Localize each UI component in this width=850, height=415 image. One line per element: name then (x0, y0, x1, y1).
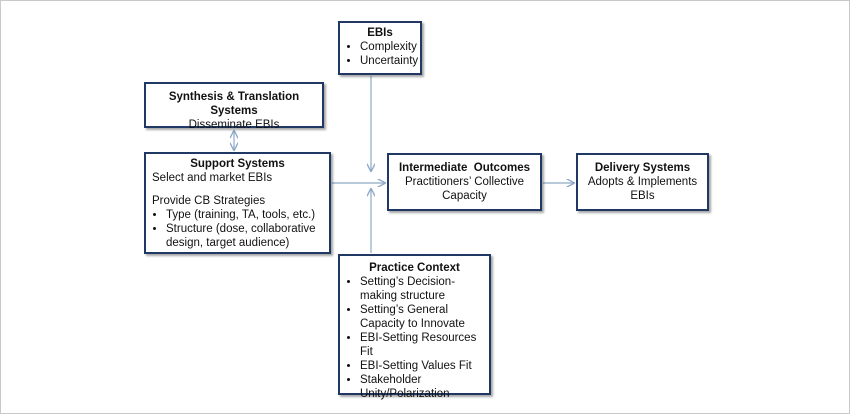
synthesis-title: Synthesis & Translation Systems (168, 91, 300, 117)
practice-list: Setting’s Decision-making structure Sett… (346, 275, 483, 401)
support-list: Type (training, TA, tools, etc.) Structu… (152, 208, 323, 250)
delivery-subtitle: Adopts & Implements EBIs (587, 176, 698, 202)
intermediate-title: Intermediate Outcomes (398, 162, 530, 174)
synthesis-subtitle: Disseminate EBIs (188, 119, 280, 131)
ebis-title: EBIs (367, 27, 393, 39)
list-item: EBI-Setting Resources Fit (360, 331, 483, 359)
ebis-box: EBIs Complexity Uncertainty (338, 21, 422, 75)
ebis-list: Complexity Uncertainty (346, 40, 418, 68)
list-item: EBI-Setting Values Fit (360, 359, 483, 373)
delivery-title: Delivery Systems (594, 162, 691, 174)
list-item: Setting’s Decision-making structure (360, 275, 483, 303)
intermediate-subtitle: Practitioners’ Collective Capacity (404, 176, 525, 202)
intermediate-outcomes-box: Intermediate Outcomes Practitioners’ Col… (387, 153, 542, 211)
support-line-strategies: Provide CB Strategies (152, 195, 266, 207)
support-systems-box: Support Systems Select and market EBIs P… (144, 152, 331, 254)
list-item: Setting’s General Capacity to Innovate (360, 303, 483, 331)
practice-title: Practice Context (369, 262, 460, 274)
delivery-systems-box: Delivery Systems Adopts & Implements EBI… (576, 153, 709, 211)
synthesis-translation-box: Synthesis & Translation Systems Dissemin… (144, 82, 324, 131)
list-item: Structure (dose, collaborative design, t… (166, 222, 323, 250)
list-item: Uncertainty (360, 54, 418, 68)
support-line-select: Select and market EBIs (152, 172, 273, 184)
support-title: Support Systems (190, 158, 285, 170)
list-item: Type (training, TA, tools, etc.) (166, 208, 323, 222)
list-item: Stakeholder Unity/Polarization (360, 373, 483, 401)
list-item: Complexity (360, 40, 417, 54)
practice-context-box: Practice Context Setting’s Decision-maki… (338, 254, 491, 400)
